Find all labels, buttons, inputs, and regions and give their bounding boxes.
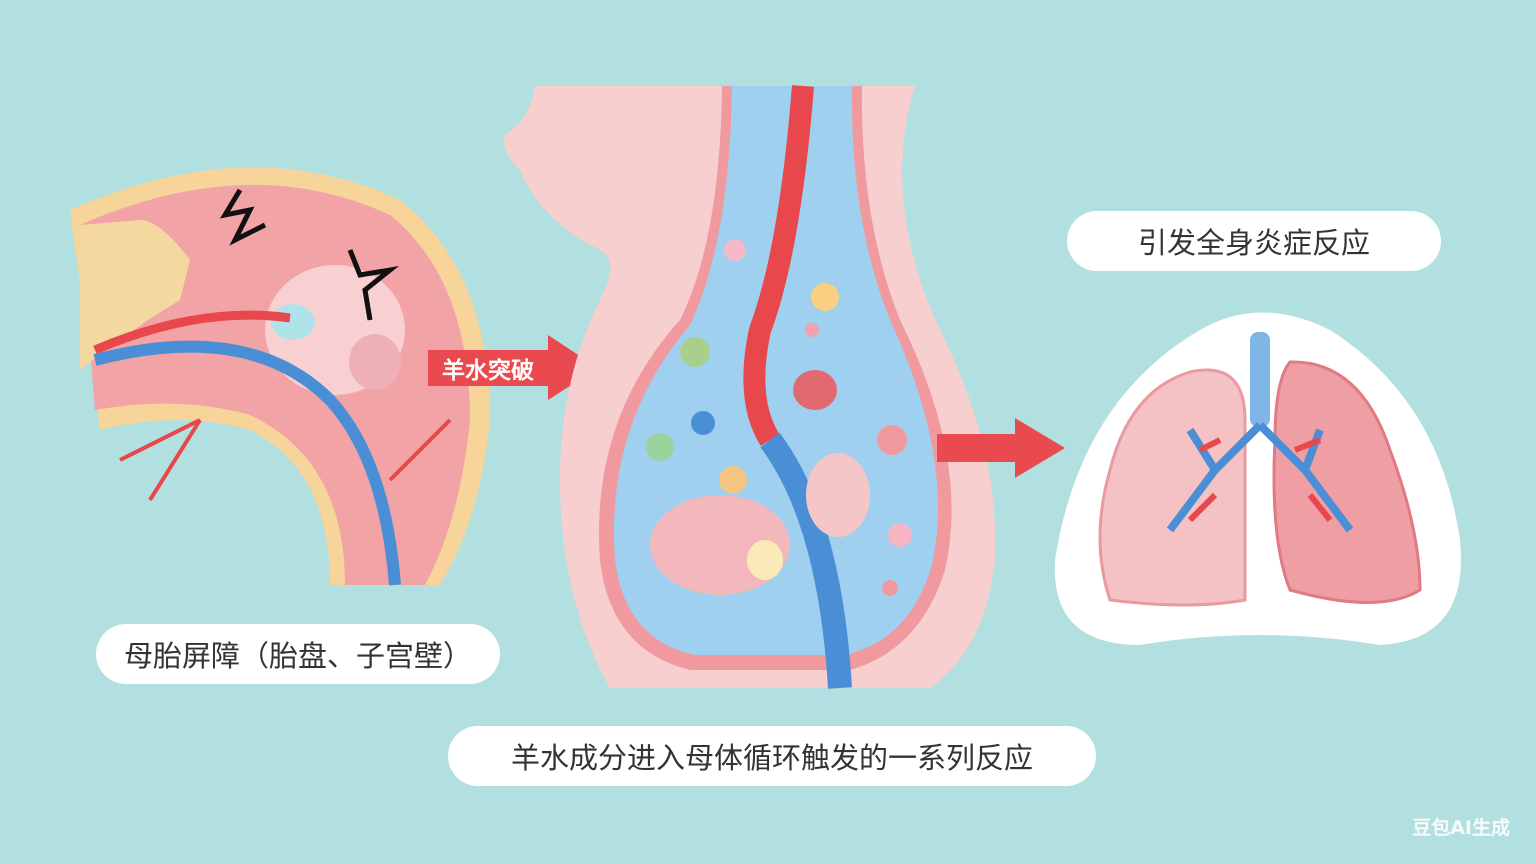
pregnant-body [504, 85, 996, 689]
trachea [1250, 332, 1270, 427]
uterus-cross-section [70, 167, 490, 586]
barrier-label: 母胎屏障（胎盘、子宫壁） [96, 624, 500, 684]
rupture-icon [347, 249, 400, 321]
lungs [1054, 312, 1461, 645]
placenta-tissue [80, 220, 190, 370]
breach-arrow-label: 羊水突破 [442, 358, 534, 384]
inflammation-label: 引发全身炎症反应 [1067, 211, 1441, 271]
rupture-icon [219, 188, 267, 246]
result-arrow [937, 418, 1065, 478]
breach-arrow [428, 335, 598, 400]
vein [93, 340, 401, 586]
vein [760, 432, 852, 689]
artery [743, 85, 814, 446]
caption-label: 羊水成分进入母体循环触发的一系列反应 [448, 726, 1096, 786]
watermark: 豆包AI生成 [1412, 817, 1510, 839]
artery [93, 310, 291, 355]
